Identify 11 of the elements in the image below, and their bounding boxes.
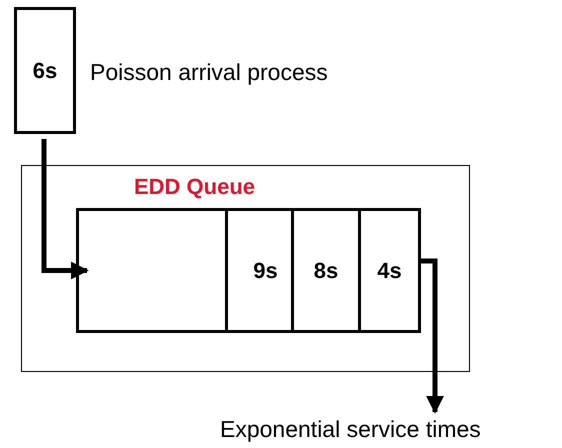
queue-title: EDD Queue — [134, 173, 256, 201]
output-label: Exponential service times — [220, 412, 562, 446]
arrow — [418, 258, 444, 414]
queue-slot: 4s — [361, 211, 418, 330]
caption-text: Poisson arrival process — [90, 58, 328, 87]
queue-slot: 8s — [294, 211, 361, 330]
queue-frame — [21, 165, 470, 372]
arrow — [42, 139, 89, 280]
queue-slot: 9s — [228, 211, 294, 330]
job-box: 6s — [14, 7, 76, 134]
queue-box — [76, 208, 421, 333]
